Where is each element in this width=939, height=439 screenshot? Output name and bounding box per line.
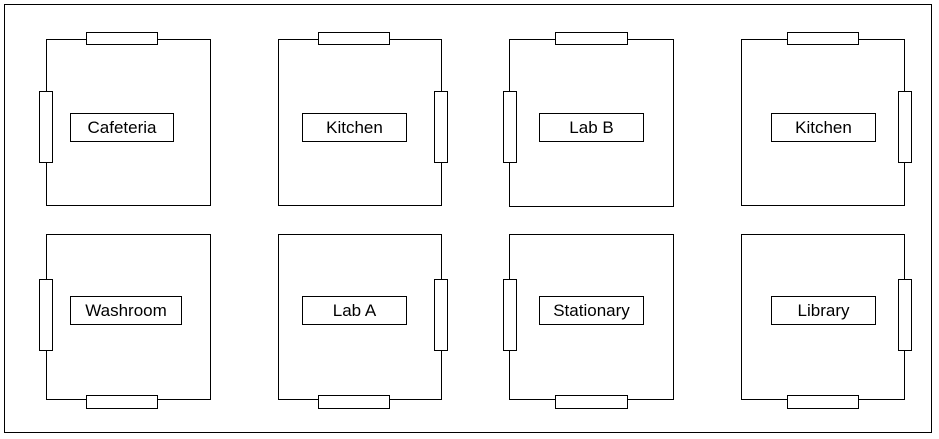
room-label: Washroom <box>70 296 182 325</box>
room-label: Kitchen <box>302 113 407 142</box>
room-label: Lab A <box>302 296 407 325</box>
room-label: Kitchen <box>771 113 876 142</box>
room-label: Cafeteria <box>70 113 174 142</box>
door <box>39 279 53 351</box>
door <box>898 279 912 351</box>
door <box>787 395 859 409</box>
room-label: Library <box>771 296 876 325</box>
door <box>39 91 53 163</box>
door <box>503 279 517 351</box>
door <box>555 32 628 45</box>
door <box>318 32 390 45</box>
room-label: Stationary <box>539 296 644 325</box>
door <box>86 395 158 409</box>
door <box>555 395 628 409</box>
building-outline <box>4 4 932 433</box>
door <box>434 91 448 163</box>
door <box>503 91 517 163</box>
door <box>318 395 390 409</box>
door <box>86 32 158 45</box>
door <box>898 91 912 163</box>
door <box>787 32 859 45</box>
door <box>434 279 448 351</box>
room-label: Lab B <box>539 113 644 142</box>
